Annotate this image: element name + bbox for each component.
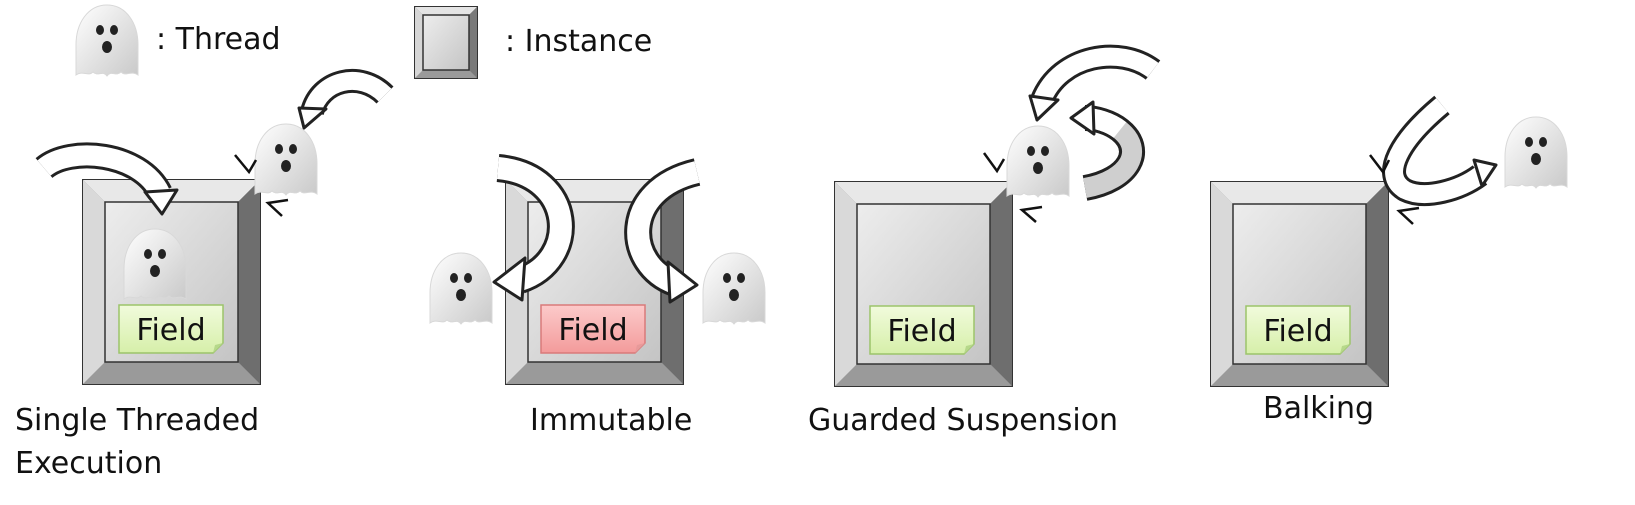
legend-thread-label: : Thread <box>156 22 281 57</box>
pattern-title: Immutable <box>530 403 692 438</box>
thread-ghost-balked <box>1504 116 1568 189</box>
thread-ghost-right <box>702 252 766 325</box>
enter-arrow <box>35 142 179 216</box>
legend-instance-label: : Instance <box>505 24 652 59</box>
thread-ghost-icon <box>75 4 139 77</box>
pattern-immutable: Field Immutable <box>429 154 766 438</box>
thread-ghost-waiting <box>1006 125 1070 198</box>
field-sticky-immutable: Field <box>540 304 646 354</box>
field-sticky: Field <box>118 304 224 354</box>
wait-arrow <box>297 69 394 130</box>
retry-arrow-top <box>1028 44 1161 122</box>
read-arrow-right <box>624 158 701 304</box>
pattern-balking: Field Balking <box>1210 95 1568 426</box>
field-label: Field <box>887 314 956 349</box>
thread-ghost-inside <box>123 228 187 301</box>
instance-box <box>82 179 261 385</box>
instance-box-icon <box>414 6 478 79</box>
pattern-single-threaded-execution: Field Single Threaded Execution <box>15 69 394 481</box>
instance-box <box>1210 181 1389 387</box>
pattern-title-line2: Execution <box>15 446 162 481</box>
check-mark <box>1396 206 1420 225</box>
field-label: Field <box>1263 314 1332 349</box>
balk-arrow <box>1382 95 1498 206</box>
pattern-title: Guarded Suspension <box>808 403 1118 438</box>
wait-loop-arrow <box>1069 100 1145 201</box>
thread-ghost-left <box>429 252 493 325</box>
field-sticky: Field <box>1245 305 1351 355</box>
field-sticky: Field <box>869 305 975 355</box>
thread-ghost-waiting <box>254 123 318 196</box>
check-mark <box>1369 154 1391 175</box>
read-arrow-left <box>492 154 575 302</box>
check-mark <box>265 198 289 217</box>
legend: : Thread : Instance <box>75 4 652 79</box>
check-mark <box>1019 205 1043 223</box>
check-mark <box>982 152 1006 174</box>
check-mark <box>234 154 258 175</box>
field-label: Field <box>558 313 627 348</box>
pattern-title: Balking <box>1263 391 1374 426</box>
field-label: Field <box>136 313 205 348</box>
pattern-title-line1: Single Threaded <box>15 403 259 438</box>
pattern-guarded-suspension: Field Guarded Suspension <box>808 44 1161 438</box>
instance-box <box>834 181 1013 387</box>
